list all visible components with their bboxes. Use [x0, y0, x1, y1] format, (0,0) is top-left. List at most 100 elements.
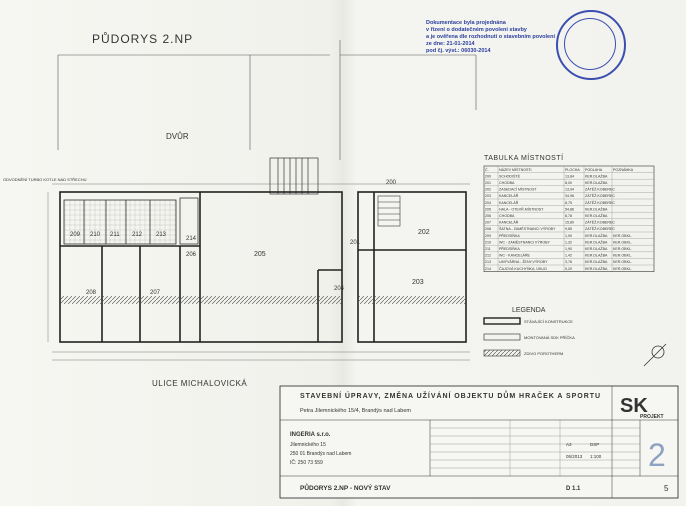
- room-table-cell: 1,90: [565, 247, 572, 251]
- room-table-cell: KER.DLAŽBA: [585, 239, 608, 244]
- room-table-header: POZNÁMKA: [613, 168, 634, 172]
- room-table-cell: 34,96: [565, 194, 574, 198]
- room-table-cell: KER.OBKL.: [613, 234, 632, 238]
- dimension-lines: [47, 183, 470, 361]
- room-table-cell: 214: [485, 267, 491, 271]
- drain-note: ODVODNĚNÍ TURBO KOTLE NAD STŘECHU: [3, 177, 87, 182]
- room-table-cell: ZASEDACÍ MÍSTNOST: [499, 188, 537, 192]
- sanitary-block: [63, 197, 199, 245]
- room-table-cell: KANCELÁŘ: [499, 200, 519, 205]
- room-table-cell: 209: [485, 234, 491, 238]
- room-table-cell: 205: [485, 207, 491, 211]
- drawing-number: D 1.1: [566, 486, 581, 492]
- room-table-cell: ZÁTĚŽ.KOBEREC: [585, 220, 615, 225]
- stamp-line-4: ze dne: 21-01-2014: [426, 41, 475, 47]
- room-table-cell: 1,42: [565, 254, 572, 258]
- legend-item-porotherm: ZDIVO POROTHERM: [524, 351, 563, 356]
- room-table-cell: ZÁTĚŽ.KOBEREC: [585, 193, 615, 198]
- stair-tower: [269, 157, 319, 195]
- room-table-cell: 9,85: [565, 227, 572, 231]
- room-table-cell: KANCELÁŘ: [499, 193, 519, 198]
- room-table-cell: ZÁTĚŽ.KOBEREC: [585, 200, 615, 205]
- room-table-cell: CHODBA: [499, 214, 515, 218]
- title-block-grid: [430, 420, 640, 476]
- facade-hatch-right: [358, 296, 466, 304]
- room-table-cell: KER.DLAŽBA: [585, 266, 608, 271]
- room-label-209: 209: [70, 232, 81, 238]
- drawing-date: 05/2013: [566, 454, 583, 459]
- room-table-cell: KER.DLAŽBA: [585, 213, 608, 218]
- room-label-206: 206: [186, 252, 197, 258]
- street-label: ULICE MICHALOVICKÁ: [152, 379, 247, 388]
- company-name: INGERIA s.r.o.: [290, 432, 331, 438]
- legend-swatch-existing: [483, 317, 521, 325]
- room-table-cell: KER.DLAŽBA: [585, 173, 608, 178]
- room-table-cell: 54,86: [565, 207, 574, 211]
- room-label-204: 204: [334, 286, 345, 292]
- room-table-cell: PŘEDSÍŇKA: [499, 233, 520, 238]
- room-label-205: 205: [254, 251, 266, 258]
- room-table-cell: 213: [485, 260, 491, 264]
- facade-hatch-left: [60, 296, 342, 304]
- sheet-number: 5: [664, 484, 669, 493]
- room-table-cell: 5,20: [565, 267, 572, 271]
- room-table-cell: ZÁTĚŽ.KOBEREC: [585, 187, 615, 192]
- room-table-cell: KER.DLAŽBA: [585, 180, 608, 185]
- office-seal-icon: [556, 10, 626, 80]
- room-table-cell: KER.OBKL.: [613, 247, 632, 251]
- room-table-cell: WC - ZAMĚSTNANCI VÝROBY: [499, 239, 551, 244]
- room-table-cell: 1,32: [565, 240, 572, 244]
- room-table-header: PODLAHA: [585, 168, 603, 172]
- room-table-cell: 210: [485, 240, 491, 244]
- stamp-line-2: v řízení o dodatečném povolení stavby: [426, 27, 527, 33]
- company-line-1: Jilemnického 15: [290, 442, 326, 448]
- legend-item-existing: STÁVAJÍCÍ KONSTRUKCE: [524, 319, 573, 324]
- room-table-cell: KANCELÁŘ: [499, 220, 519, 225]
- room-table-cell: ŠATNA - ZAMĚSTNANCI VÝROBY: [499, 226, 556, 231]
- room-table-cell: PŘEDSÍŇKA: [499, 246, 520, 251]
- room-table-cell: 211: [485, 247, 491, 251]
- room-table-cell: ČAJOVÁ KUCHYŇKA, ÚKLID: [499, 266, 547, 271]
- room-table-cell: 200: [485, 174, 491, 178]
- building-walls-left: [59, 191, 343, 343]
- approval-stamp: Dokumentace byla projednána v řízení o d…: [426, 20, 555, 55]
- room-label-200: 200: [386, 180, 397, 186]
- room-table-cell: SCHODIŠTĚ: [499, 173, 521, 178]
- north-arrow-icon: [643, 343, 667, 367]
- room-table-cell: 206: [485, 214, 491, 218]
- stair-200: [377, 195, 401, 227]
- room-table-cell: WC - KANCELÁŘE: [499, 253, 531, 258]
- project-title: STAVEBNÍ ÚPRAVY, ZMĚNA UŽÍVÁNÍ OBJEKTU D…: [300, 390, 600, 400]
- room-table-cell: 8,78: [565, 214, 572, 218]
- room-table-cell: KER.OBKL.: [613, 267, 632, 271]
- room-table-cell: KER.OBKL.: [613, 260, 632, 264]
- legend-title: LEGENDA: [512, 307, 546, 314]
- stamp-line-1: Dokumentace byla projednána: [426, 20, 506, 26]
- room-label-212: 212: [132, 232, 143, 238]
- company-line-2: 250 01 Brandýs nad Labem: [290, 451, 351, 457]
- plan-title: PŮDORYS 2.NP: [92, 31, 193, 46]
- room-label-201: 201: [350, 240, 361, 246]
- big-number: 2: [648, 437, 666, 473]
- legend: LEGENDA STÁVAJÍCÍ KONSTRUKCE MONTOVANÁ S…: [483, 307, 575, 357]
- courtyard-label: DVŮR: [166, 132, 189, 141]
- room-table-cell: CHODBA: [499, 181, 515, 185]
- room-table-cell: 212: [485, 254, 491, 258]
- room-label-203: 203: [412, 279, 424, 286]
- legend-swatch-sdk: [483, 333, 521, 341]
- room-table-cell: 15,80: [565, 221, 574, 225]
- room-table-header: Č.: [485, 167, 489, 172]
- stamp-line-5: pod čj. výst.: 06030-2014: [426, 48, 491, 54]
- room-table-header: PLOCHA: [565, 168, 580, 172]
- room-table-cell: 13,84: [565, 174, 574, 178]
- drawing-stage: DSP: [590, 442, 599, 447]
- room-table-cell: 203: [485, 194, 491, 198]
- room-label-202: 202: [418, 229, 430, 236]
- room-table-cell: 208: [485, 227, 491, 231]
- room-table-cell: 201: [485, 181, 491, 185]
- room-table-cell: 13,94: [565, 188, 574, 192]
